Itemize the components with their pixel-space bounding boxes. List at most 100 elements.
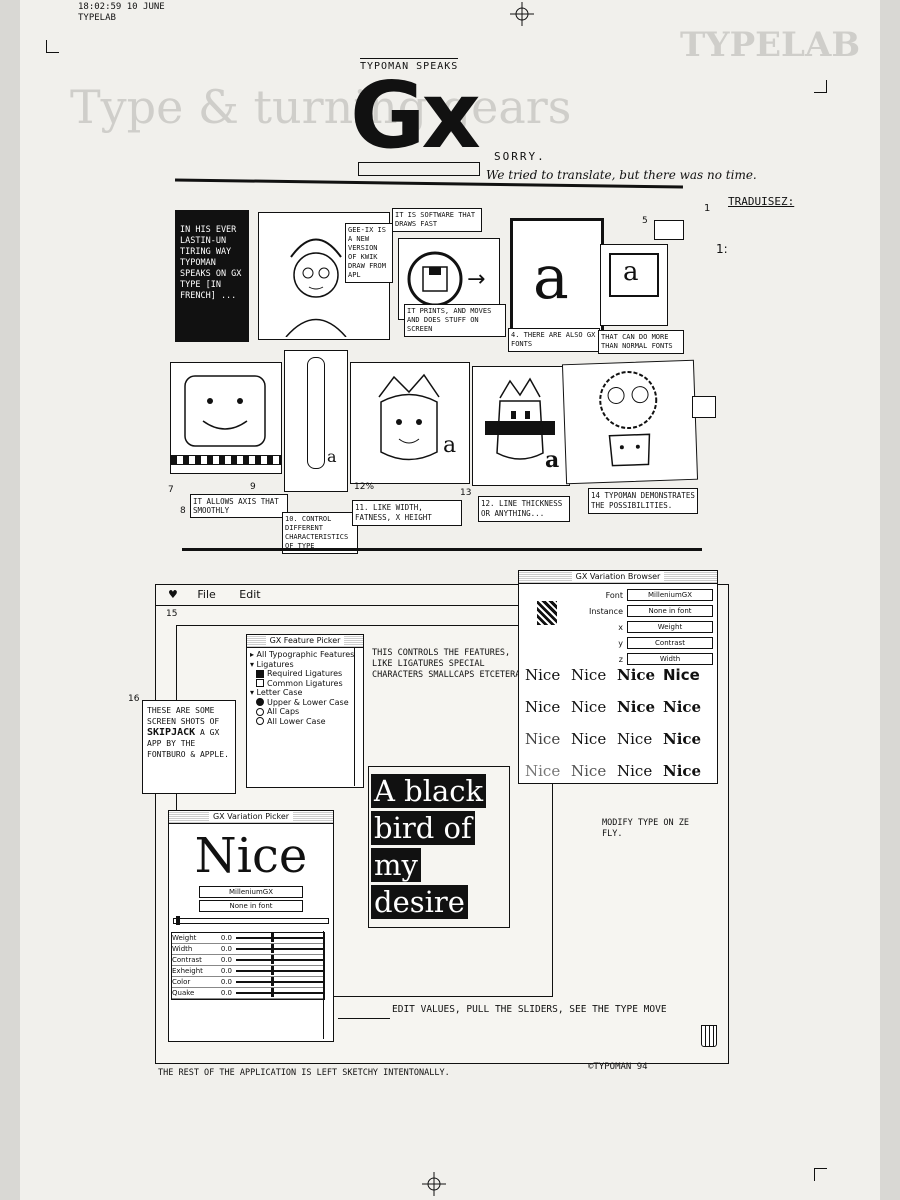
background-masthead: TYPELAB — [680, 25, 861, 65]
comic-panel-4: a — [510, 218, 604, 334]
sample-cell[interactable]: Nice — [571, 666, 607, 684]
traduisez-number-2: 1: — [716, 242, 728, 256]
percent-label: 12% — [354, 482, 375, 492]
sample-cell[interactable]: Nice — [617, 730, 653, 748]
comic-caption-4: 4. THERE ARE ALSO GX FONTS — [508, 328, 600, 352]
variation-browser-titlebar[interactable]: GX Variation Browser — [519, 571, 717, 584]
sample-cell[interactable]: Nice — [571, 698, 607, 716]
black-line-2: bird of — [371, 811, 475, 845]
feature-letter-case-group[interactable]: ▾ Letter Case — [250, 688, 303, 697]
vp-master-slider[interactable] — [173, 916, 329, 925]
feature-picker-titlebar[interactable]: GX Feature Picker — [247, 635, 363, 648]
comic-panel-8-number: 8 — [180, 506, 186, 516]
feature-picker-window: GX Feature Picker ▸ All Typographic Feat… — [246, 634, 364, 788]
checkbox-common-ligatures[interactable] — [256, 679, 264, 687]
edit-note: EDIT VALUES, PULL THE SLIDERS, SEE THE T… — [392, 1004, 667, 1015]
vb-y-label: y — [618, 638, 623, 648]
panel-10-glyph: a — [327, 447, 337, 466]
radio-all-lower[interactable] — [256, 717, 264, 725]
gx-logo: Gx — [350, 62, 481, 169]
sample-cell[interactable]: Nice — [663, 666, 700, 684]
crop-mark-top-right — [814, 80, 827, 93]
logo-underline — [358, 162, 480, 176]
narrow-figure-icon — [307, 357, 325, 469]
footer-credit: ©TYPOMAN 94 — [588, 1062, 648, 1072]
sample-cell[interactable]: Nice — [525, 698, 561, 716]
vb-z-field[interactable]: Width — [627, 653, 713, 665]
black-line-3: my — [371, 848, 421, 882]
vb-instance-label: Instance — [588, 606, 623, 616]
variation-cube-icon — [537, 601, 557, 625]
sample-cell[interactable]: Nice — [663, 762, 702, 780]
menu-file[interactable]: File — [197, 588, 216, 601]
sample-cell[interactable]: Nice — [617, 762, 653, 780]
comic-panel-9-number: 9 — [250, 482, 256, 492]
comic-panel-7 — [170, 362, 282, 474]
sample-cell[interactable]: Nice — [663, 730, 702, 748]
sample-row-2: Nice Nice Nice Nice — [525, 691, 713, 723]
typoman-face-icon — [285, 238, 347, 337]
comic-caption-11: 11. LIKE WIDTH, FATNESS, X HEIGHT — [352, 500, 462, 526]
panel-12-glyph: a — [545, 447, 560, 473]
slider-track-7 — [171, 455, 281, 465]
title-kicker: TYPOMAN SPEAKS — [360, 58, 459, 72]
vb-x-field[interactable]: Weight — [627, 621, 713, 633]
variation-picker-titlebar[interactable]: GX Variation Picker — [169, 811, 333, 824]
sample-cell[interactable]: Nice — [571, 730, 607, 748]
feature-ligatures-group[interactable]: ▾ Ligatures — [250, 659, 294, 669]
screens-note-box: THESE ARE SOME SCREEN SHOTS OF SKIPJACK … — [142, 700, 236, 794]
menu-edit[interactable]: Edit — [239, 588, 261, 601]
sample-cell[interactable]: Nice — [663, 698, 702, 716]
feature-all-lower[interactable]: All Lower Case — [267, 716, 326, 726]
comic-panel-5-number: 5 — [642, 216, 648, 226]
sample-cell[interactable]: Nice — [525, 730, 561, 748]
comic-panel-1: GEE-IX IS A NEW VERSION OF KWIK DRAW FRO… — [258, 212, 393, 340]
comic-caption-3: IT PRINTS, AND MOVES AND DOES STUFF ON S… — [404, 304, 506, 337]
comic-caption-10: 10. CONTROL DIFFERENT CHARACTERISTICS OF… — [282, 512, 358, 554]
vb-x-label: x — [618, 622, 623, 632]
sample-cell[interactable]: Nice — [617, 666, 656, 684]
vp-instance-field[interactable]: None in font — [199, 900, 303, 912]
sample-cell[interactable]: Nice — [525, 762, 561, 780]
feature-common-ligatures[interactable]: Common Ligatures — [267, 678, 343, 688]
black-line-4: desire — [371, 885, 468, 919]
comic-panel-5-box — [654, 220, 684, 240]
letter-a-glyph: a — [533, 243, 569, 313]
radio-all-caps[interactable] — [256, 707, 264, 716]
comic-intro-text: IN HIS EVER LASTIN-UN TIRING WAY TYPOMAN… — [180, 225, 242, 301]
vp-font-field[interactable]: MilleniumGX — [199, 886, 303, 898]
bold-head-icon — [485, 377, 555, 460]
radio-upper-lower[interactable] — [256, 698, 264, 706]
feature-all-caps[interactable]: All Caps — [267, 707, 300, 716]
comic-intro-panel: IN HIS EVER LASTIN-UN TIRING WAY TYPOMAN… — [175, 210, 249, 342]
vb-z-label: z — [618, 654, 623, 664]
feature-all[interactable]: ▸ All Typographic Features — [250, 650, 355, 659]
variation-picker-scrollbar[interactable] — [323, 931, 333, 1039]
trash-icon[interactable] — [701, 1025, 717, 1047]
variation-picker-window: GX Variation Picker Nice MilleniumGX Non… — [168, 810, 334, 1042]
feature-picker-scrollbar[interactable] — [354, 647, 363, 786]
vb-font-field[interactable]: MilleniumGX — [627, 589, 713, 601]
background-headline: Type & turning gears — [70, 80, 572, 134]
vb-instance-field[interactable]: None in font — [627, 605, 713, 617]
feature-required-ligatures[interactable]: Required Ligatures — [267, 669, 343, 678]
apology-text: We tried to translate, but there was no … — [486, 168, 757, 182]
vb-y-field[interactable]: Contrast — [627, 637, 713, 649]
sample-cell[interactable]: Nice — [617, 698, 656, 716]
edit-note-leader — [338, 1018, 390, 1019]
checkbox-required-ligatures[interactable] — [256, 669, 264, 678]
panel-11-glyph: a — [443, 433, 457, 458]
computer-screen-icon — [609, 253, 659, 297]
comic-panel-14-box — [692, 396, 716, 418]
sample-cell[interactable]: Nice — [525, 666, 561, 684]
apple-menu-icon[interactable]: ♥ — [168, 588, 178, 601]
feature-upper-lower[interactable]: Upper & Lower Case — [267, 697, 349, 707]
sample-cell[interactable]: Nice — [571, 762, 607, 780]
